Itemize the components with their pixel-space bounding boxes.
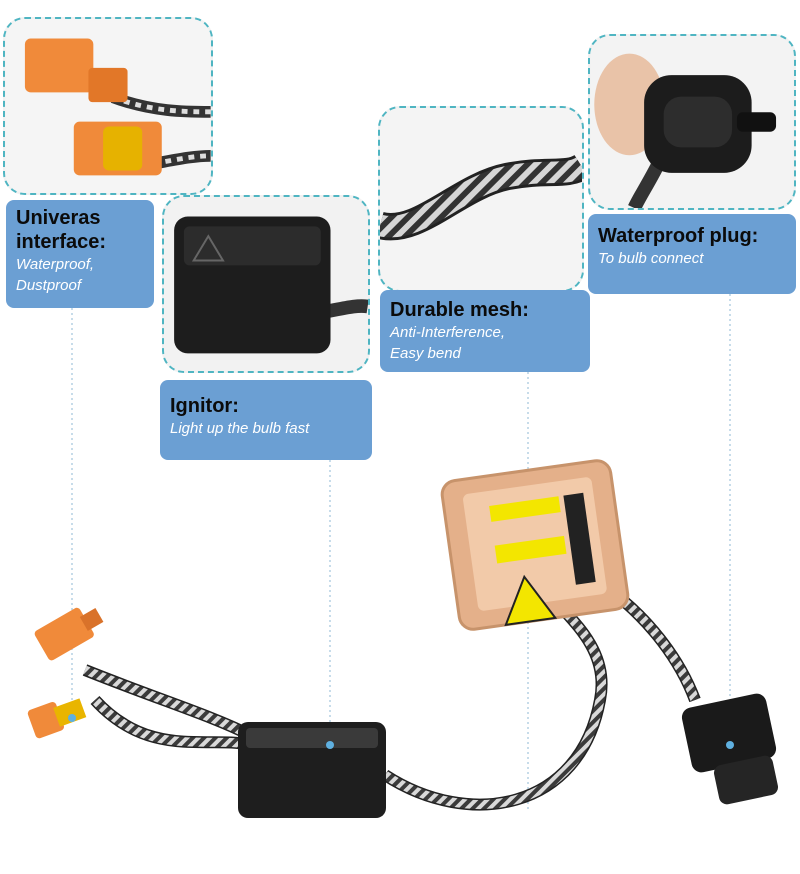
connector-photo-icon xyxy=(5,19,211,193)
ignitor-sub: Light up the bulb fast xyxy=(170,420,310,437)
interface-callout: Univeras interface: Waterproof, Dustproo… xyxy=(6,200,154,308)
connector-photo xyxy=(3,17,213,195)
mesh-photo-icon xyxy=(380,108,582,290)
interface-sub-line1: Waterproof, xyxy=(16,256,95,273)
interface-title-line2: interface: xyxy=(16,231,107,253)
mesh-callout: Durable mesh: Anti-Interference, Easy be… xyxy=(380,290,590,372)
mesh-title: Durable mesh: xyxy=(390,299,529,321)
mesh-sub-line2: Easy bend xyxy=(390,345,461,362)
mesh-sub-line1: Anti-Interference, xyxy=(390,324,506,341)
ignitor-photo xyxy=(162,195,370,373)
ignitor-photo-icon xyxy=(164,197,368,371)
plug-title: Waterproof plug: xyxy=(598,225,759,247)
interface-sub-line2: Dustproof xyxy=(16,277,82,294)
plug-photo xyxy=(588,34,796,210)
plug-photo-icon xyxy=(590,36,794,208)
mesh-photo xyxy=(378,106,584,292)
plug-callout: Waterproof plug: To bulb connect xyxy=(588,214,796,294)
ignitor-callout: Ignitor: Light up the bulb fast xyxy=(160,380,372,460)
interface-title-line1: Univeras xyxy=(16,207,101,229)
plug-sub: To bulb connect xyxy=(598,250,704,267)
ignitor-title: Ignitor: xyxy=(170,395,239,417)
